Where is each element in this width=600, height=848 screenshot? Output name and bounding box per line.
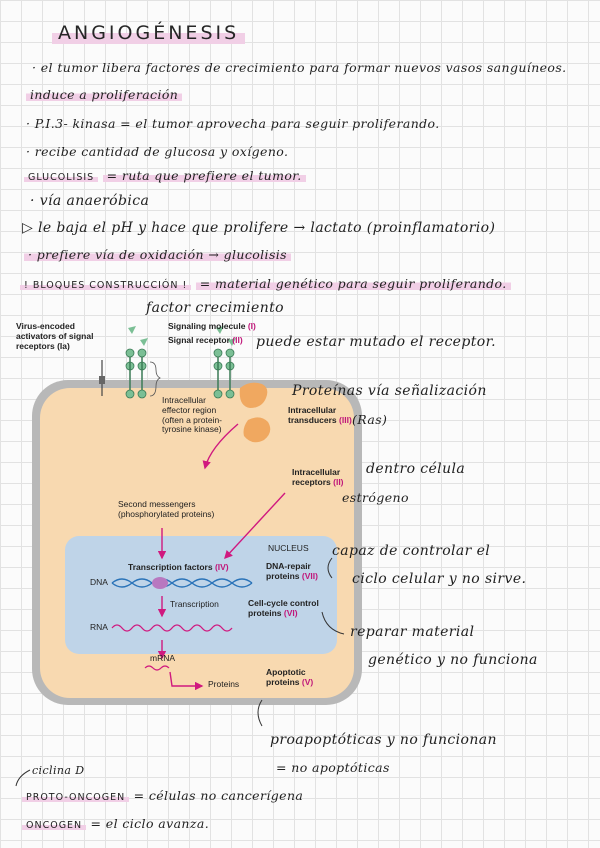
signaling-num: (I) bbox=[247, 321, 256, 331]
factor-note: factor crecimiento bbox=[146, 300, 285, 316]
receptor-label: Signal receptor (II) bbox=[168, 335, 243, 346]
oncogen-label: ONCOGEN bbox=[22, 820, 87, 831]
capaz-note-2: ciclo celular y no sirve. bbox=[352, 571, 527, 587]
bloques-text: = material genético para seguir prolifer… bbox=[195, 276, 511, 291]
apoptotic-label: Apoptotic proteins (V) bbox=[266, 667, 336, 688]
proto-oncogen-note: PROTO-ONCOGEN = células no cancerígena bbox=[22, 788, 303, 803]
signaling-label: Signaling molecule (I) bbox=[168, 321, 256, 332]
tf-label: Transcription factors (IV) bbox=[128, 562, 229, 573]
intra-receptors-num: (II) bbox=[333, 476, 344, 487]
proteins-label: Proteins bbox=[208, 679, 240, 689]
virus-label: Virus-encoded activators of signal recep… bbox=[16, 321, 94, 351]
estrogeno-note: estrógeno bbox=[342, 490, 409, 505]
proto-oncogen-label: PROTO-ONCOGEN bbox=[22, 792, 130, 803]
diagram-graphic bbox=[32, 326, 362, 705]
ras-note: (Ras) bbox=[352, 412, 388, 427]
note-line-7: ▷ le baja el pH y hace que prolifere → l… bbox=[22, 220, 496, 236]
reparar-note-1: reparar material bbox=[350, 624, 475, 640]
note-line-4: · recibe cantidad de glucosa y oxígeno. bbox=[26, 144, 289, 159]
mrna-label: mRNA bbox=[150, 653, 176, 663]
dna-repair-text: DNA-repair proteins bbox=[266, 561, 311, 581]
proapo-note-1: proapoptóticas y no funcionan bbox=[270, 732, 497, 748]
dna-repair-num: (VII) bbox=[301, 570, 318, 581]
capaz-note-1: capaz de controlar el bbox=[332, 543, 491, 559]
apoptotic-text: Apoptotic proteins bbox=[266, 667, 306, 687]
second-messengers-label: Second messengers (phosphorylated protei… bbox=[118, 499, 215, 519]
intra-receptors-text: Intracellular receptors bbox=[292, 467, 341, 487]
cell-cycle-text: Cell-cycle control proteins bbox=[248, 598, 319, 618]
glucolisis-text: = ruta que prefiere el tumor. bbox=[102, 168, 306, 183]
apoptotic-num: (V) bbox=[301, 676, 314, 687]
note-line-9: ! BLOQUES CONSTRUCCIÓN ! = material gené… bbox=[20, 276, 511, 291]
effector-label: Intracellular effector region (often a p… bbox=[162, 395, 223, 435]
tf-num: (IV) bbox=[214, 562, 229, 572]
oncogen-note: ONCOGEN = el ciclo avanza. bbox=[22, 816, 209, 831]
proteinas-note: Proteínas vía señalización bbox=[292, 383, 487, 399]
cell-cycle-num: (VI) bbox=[283, 607, 298, 618]
proto-oncogen-text: = células no cancerígena bbox=[133, 788, 304, 803]
receptor-note: puede estar mutado el receptor. bbox=[256, 334, 496, 350]
intra-receptors-label: Intracellular receptors (II) bbox=[292, 467, 352, 488]
signaling-text: Signaling molecule bbox=[168, 321, 246, 331]
bloques-label: ! BLOQUES CONSTRUCCIÓN ! bbox=[20, 280, 192, 291]
note-line-2: induce a proliferación bbox=[26, 87, 183, 102]
dentro-note: dentro célula bbox=[366, 461, 466, 477]
rna-label: RNA bbox=[90, 622, 108, 632]
transducers-num: (III) bbox=[339, 414, 352, 425]
transducers-label: Intracellular transducers (III) bbox=[288, 405, 358, 426]
note-line-1: · el tumor libera factores de crecimient… bbox=[32, 60, 567, 75]
ciclina-note: ciclina D bbox=[32, 764, 85, 777]
note-line-6: · vía anaeróbica bbox=[30, 193, 150, 209]
proapo-note-2: = no apoptóticas bbox=[276, 760, 390, 775]
signaling-diagram: Virus-encoded activators of signal recep… bbox=[10, 318, 370, 708]
reparar-note-2: genético y no funciona bbox=[368, 652, 538, 668]
note-line-5: GLUCOLISIS = ruta que prefiere el tumor. bbox=[24, 168, 306, 183]
note-line-8: · prefiere vía de oxidación → glucolisis bbox=[24, 247, 291, 262]
transcription-label: Transcription bbox=[170, 599, 219, 609]
glucolisis-label: GLUCOLISIS bbox=[24, 172, 99, 183]
receptor-num: (II) bbox=[232, 335, 243, 345]
transducers-text: Intracellular transducers bbox=[288, 405, 337, 425]
note-line-3: · P.I.3- kinasa = el tumor aprovecha par… bbox=[26, 116, 440, 131]
page-title: ANGIOGÉNESIS bbox=[52, 22, 246, 44]
receptor-text: Signal receptor bbox=[168, 335, 230, 345]
dna-repair-label: DNA-repair proteins (VII) bbox=[266, 561, 336, 582]
oncogen-text: = el ciclo avanza. bbox=[90, 816, 210, 831]
tf-text: Transcription factors bbox=[128, 562, 213, 572]
cell-cycle-label: Cell-cycle control proteins (VI) bbox=[248, 598, 334, 619]
dna-label: DNA bbox=[90, 577, 108, 587]
nucleus-label: NUCLEUS bbox=[268, 543, 309, 553]
